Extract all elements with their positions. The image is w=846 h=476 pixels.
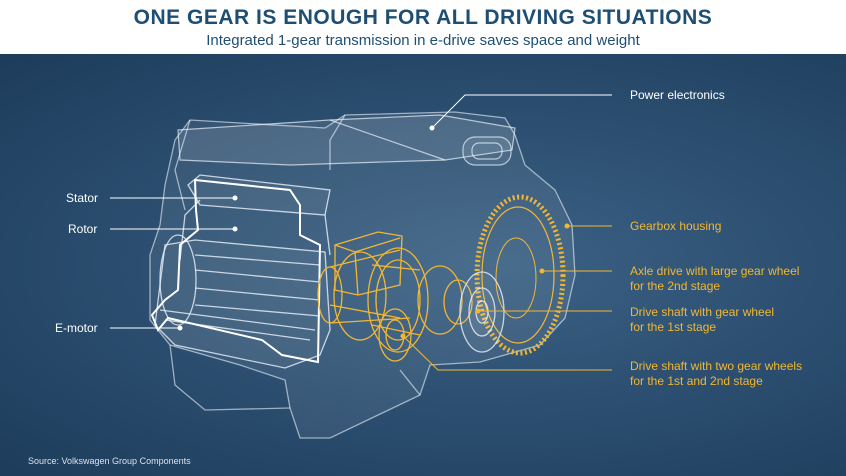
label-gearbox-housing: Gearbox housing (630, 219, 722, 233)
axle-drive-gear-wheel (474, 194, 566, 356)
label-drive-shaft-two-gear-wheels-line2: for the 1st and 2nd stage (630, 374, 763, 388)
header: ONE GEAR IS ENOUGH FOR ALL DRIVING SITUA… (0, 0, 846, 54)
label-axle-drive-line1: Axle drive with large gear wheel (630, 264, 800, 278)
label-drive-shaft-gear-wheel-line2: for the 1st stage (630, 320, 717, 334)
label-axle-drive: Axle drive with large gear wheel for the… (630, 264, 799, 294)
leader-dots-white (177, 125, 435, 331)
stator-rotor-cylinder (154, 174, 331, 369)
label-rotor: Rotor (68, 222, 98, 236)
leader-lines-yellow (402, 225, 612, 371)
page-title: ONE GEAR IS ENOUGH FOR ALL DRIVING SITUA… (133, 6, 713, 29)
e-drive-illustration (110, 94, 612, 439)
gear-train (317, 231, 473, 362)
label-axle-drive-line2: for the 2nd stage (630, 279, 721, 293)
label-drive-shaft-two-gear-wheels: Drive shaft with two gear wheels for the… (630, 359, 802, 389)
label-power-electronics: Power electronics (630, 88, 725, 102)
label-drive-shaft-gear-wheel: Drive shaft with gear wheel for the 1st … (630, 305, 774, 335)
leader-lines-white (110, 94, 612, 329)
source-note: Source: Volkswagen Group Components (28, 456, 191, 466)
leader-dots-yellow (400, 223, 570, 339)
label-stator: Stator (66, 191, 99, 205)
e-motor-outline (150, 178, 322, 364)
output-hub (459, 271, 505, 353)
page-subtitle: Integrated 1-gear transmission in e-driv… (206, 32, 640, 49)
label-e-motor: E-motor (55, 321, 98, 335)
label-drive-shaft-gear-wheel-line1: Drive shaft with gear wheel (630, 305, 775, 319)
label-drive-shaft-two-gear-wheels-line1: Drive shaft with two gear wheels (630, 359, 803, 373)
diagram-background (0, 54, 846, 476)
